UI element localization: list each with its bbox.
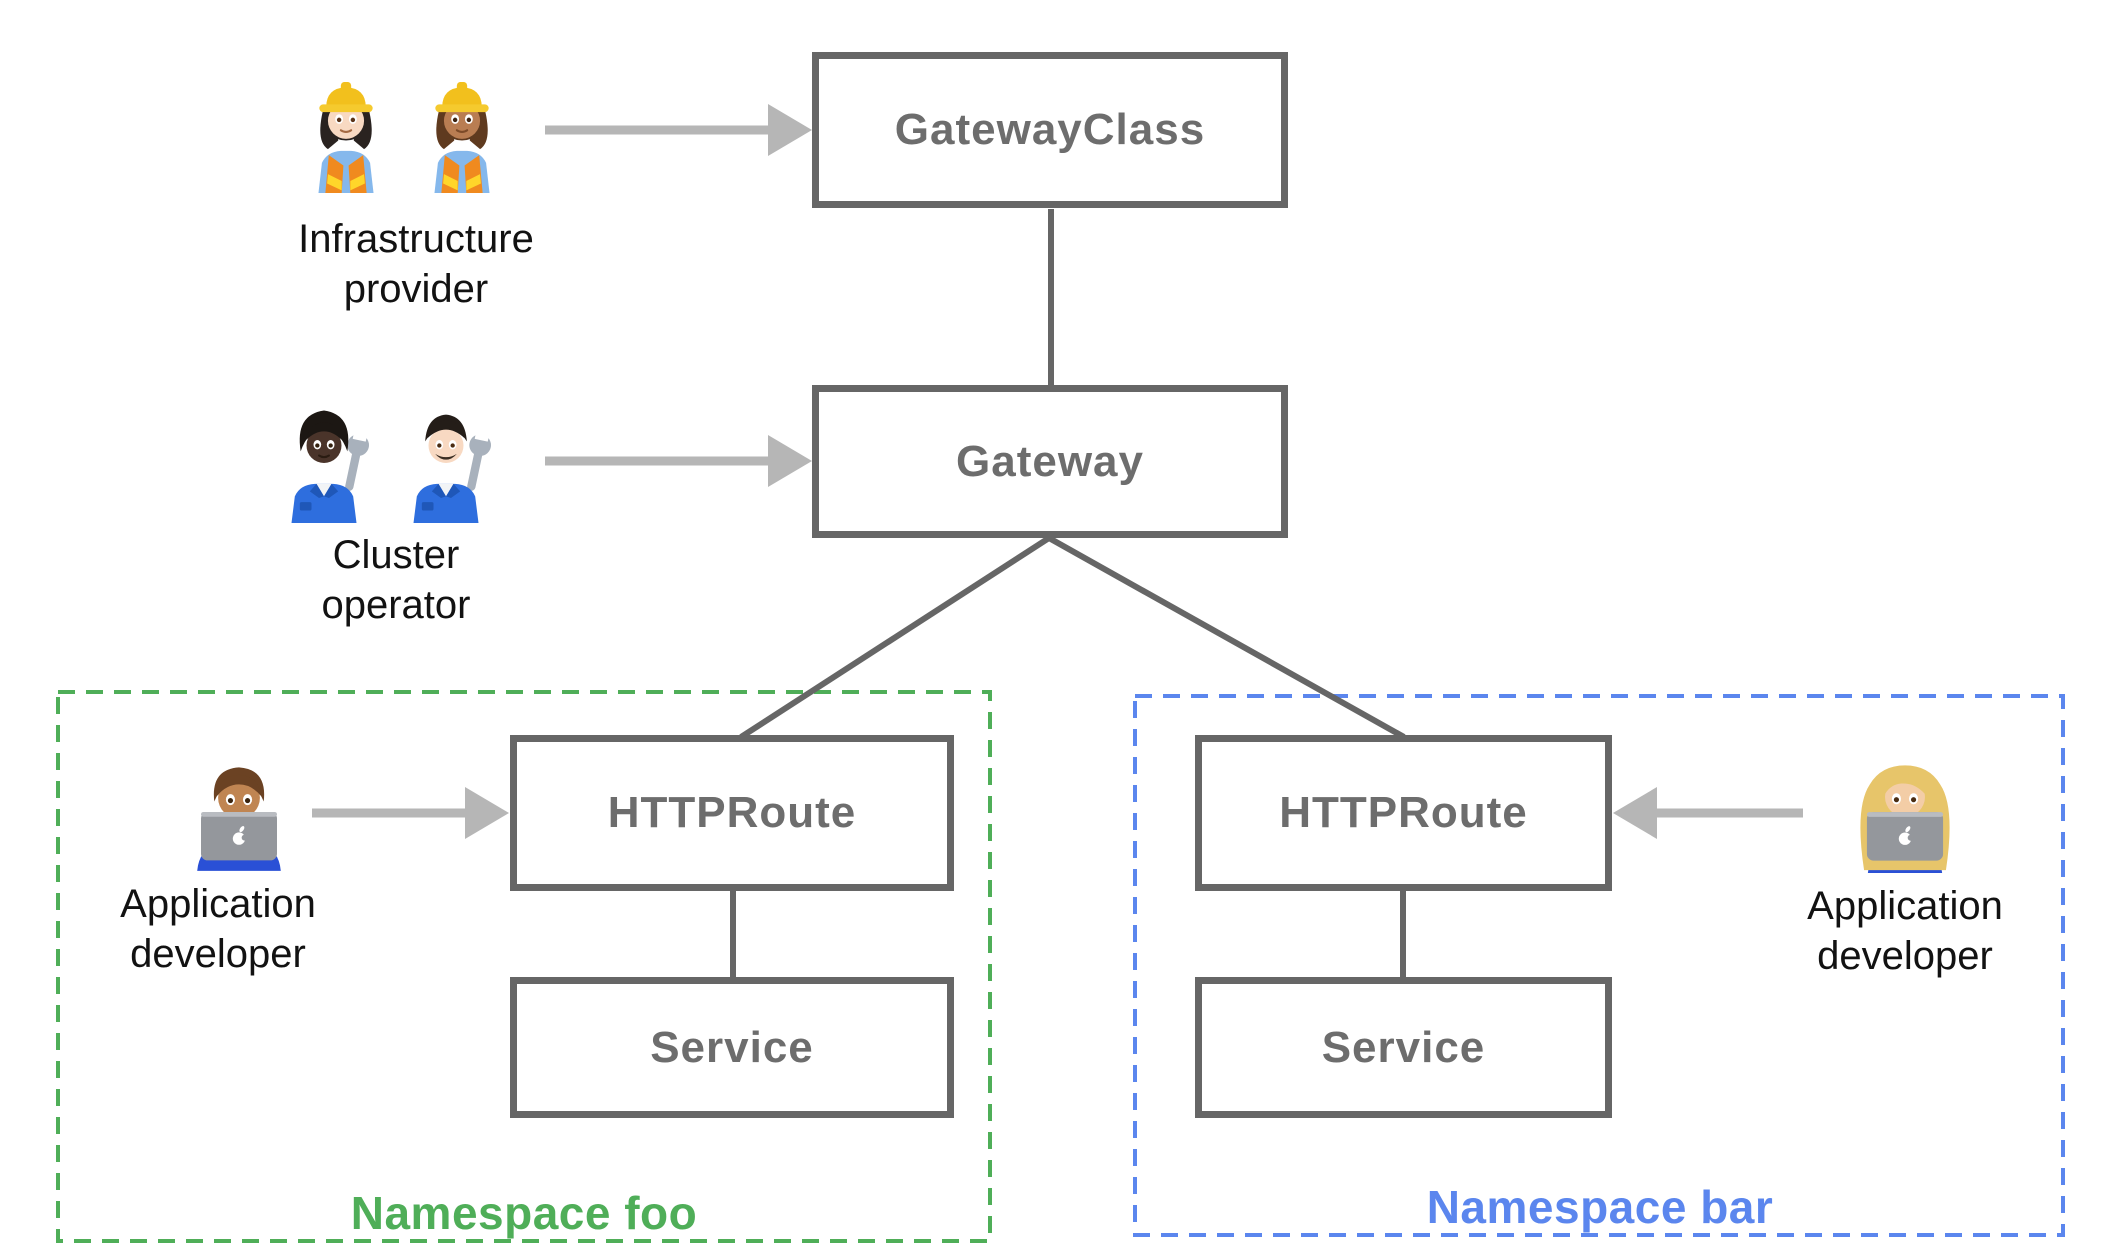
node-service-foo: Service — [510, 977, 954, 1118]
node-gateway-label: Gateway — [956, 436, 1144, 486]
infrastructure-provider-label-line1: Infrastructure — [298, 217, 534, 261]
edge-lines — [730, 209, 1406, 978]
woman-construction-worker-icon — [318, 82, 374, 193]
cluster-operator-label-line2: operator — [321, 583, 471, 627]
node-httproute-foo: HTTPRoute — [510, 735, 954, 891]
namespace-foo-boundary — [56, 690, 992, 1243]
infrastructure-provider-label: Infrastructure provider — [206, 214, 626, 314]
node-httproute-bar: HTTPRoute — [1195, 735, 1612, 891]
application-developer-bar-label: Application developer — [1695, 881, 2112, 981]
node-gatewayclass-label: GatewayClass — [894, 105, 1206, 154]
infrastructure-provider-label-line2: provider — [343, 267, 489, 311]
man-mechanic-icon — [413, 414, 491, 523]
application-developer-foo-label-line1: Application — [120, 882, 316, 926]
arrowhead-dev-bar — [1613, 787, 1657, 839]
mechanic-icon — [291, 410, 369, 523]
arrowhead-dev-foo — [465, 787, 509, 839]
infrastructure-provider-icons — [303, 64, 505, 193]
actor-arrows — [312, 104, 1803, 839]
node-httproute-bar-label: HTTPRoute — [1279, 788, 1528, 837]
application-developer-bar-label-line2: developer — [1817, 934, 1993, 978]
application-developer-bar-icon-group — [1843, 754, 1967, 873]
man-technologist-icon — [197, 767, 281, 871]
namespace-bar-boundary — [1133, 694, 2065, 1237]
cluster-operator-icons — [278, 398, 492, 523]
node-httproute-foo-label: HTTPRoute — [607, 788, 857, 837]
node-service-bar: Service — [1195, 977, 1612, 1118]
application-developer-bar-label-line1: Application — [1807, 884, 2003, 928]
cluster-operator-label: Cluster operator — [186, 530, 606, 630]
application-developer-foo-label: Application developer — [8, 879, 428, 979]
node-gatewayclass: GatewayClass — [812, 52, 1288, 208]
woman-construction-worker-icon — [434, 82, 490, 193]
node-service-bar-label: Service — [1321, 1022, 1486, 1072]
arrowhead-infra — [768, 104, 812, 156]
edge-gateway-httproute-foo — [739, 535, 1051, 740]
node-service-foo-label: Service — [650, 1022, 814, 1072]
cluster-operator-label-line1: Cluster — [332, 533, 460, 577]
node-gateway: Gateway — [812, 385, 1288, 538]
woman-technologist-icon — [1860, 765, 1950, 873]
edge-gateway-httproute-bar — [1047, 535, 1406, 740]
namespace-bar-label: Namespace bar — [1426, 1181, 1774, 1233]
application-developer-foo-label-line2: developer — [130, 932, 306, 976]
namespace-foo-label: Namespace foo — [350, 1187, 698, 1239]
application-developer-foo-icon-group — [182, 752, 296, 871]
arrowhead-cluster — [768, 435, 812, 487]
